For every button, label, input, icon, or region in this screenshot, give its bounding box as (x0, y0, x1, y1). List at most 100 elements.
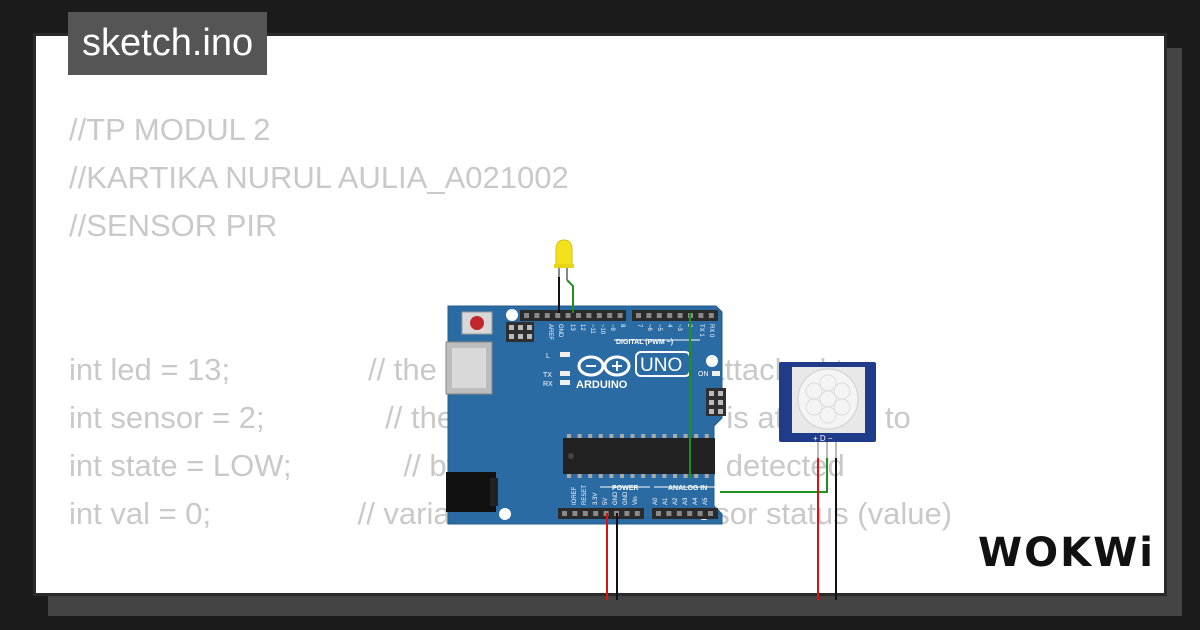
bottom-pin-label: A2 (673, 497, 679, 505)
wire-led-13 (566, 279, 574, 313)
pin-hole (565, 313, 571, 318)
bottom-pin-label: A4 (693, 497, 699, 505)
digital-pin-label: 12 (579, 324, 585, 331)
led-tx-indicator (560, 371, 570, 376)
chip-pin (641, 474, 646, 478)
code-line: //TP MODUL 2 (69, 112, 271, 147)
chip-pin (630, 474, 635, 478)
digital-pin-label: ~9 (609, 324, 615, 332)
chip-pin (577, 474, 582, 478)
pin-hole (646, 313, 652, 318)
bottom-pin-label: 3.3V (593, 493, 599, 505)
code-line: void setup() { (69, 586, 952, 593)
pin-hole (687, 511, 693, 516)
pir-motion-sensor[interactable]: + D − (779, 362, 876, 460)
led-l-label: L (546, 353, 550, 360)
on-label: ON (698, 371, 709, 378)
pin-hole (708, 511, 713, 516)
digital-pin-label: RX 0 (708, 324, 714, 338)
icsp-header (506, 322, 534, 342)
analog-label: ANALOG IN (668, 485, 707, 492)
chip-pin (588, 474, 593, 478)
chip-pin (651, 434, 656, 438)
power-jack-tip (490, 478, 498, 506)
board-brand: ARDUINO (576, 379, 628, 391)
chip-pin (620, 474, 624, 478)
arduino-logo-icon (577, 355, 631, 377)
led-tx-label: TX (543, 372, 552, 379)
pin-hole (596, 313, 602, 318)
power-label: POWER (612, 485, 638, 492)
bottom-pin-label: 5V (603, 498, 609, 505)
code-line: //KARTIKA NURUL AULIA_A021002 (69, 160, 569, 195)
chip-pin (673, 474, 677, 478)
pin-hole (593, 511, 599, 516)
pin-hole (562, 511, 567, 516)
pin-hole (544, 313, 550, 318)
pin-hole (617, 313, 623, 318)
chip-pin (567, 474, 571, 478)
digital-pin-label: ~5 (656, 324, 662, 332)
yellow-led[interactable] (554, 239, 574, 290)
pin-hole (667, 313, 673, 318)
pin-hole (582, 511, 588, 516)
digital-header-right (632, 310, 718, 321)
digital-pin-label: 4 (666, 324, 672, 328)
bottom-pin-label: A3 (683, 497, 689, 505)
pin-hole (607, 313, 613, 318)
chip-pin (598, 434, 603, 438)
bottom-pin-label: A0 (653, 497, 659, 505)
pin-hole (676, 511, 682, 516)
wokwi-logo[interactable]: WOKWi (975, 522, 1155, 578)
pin-hole (586, 313, 592, 318)
bottom-pin-label: Vin (633, 496, 639, 505)
pin-hole (666, 511, 672, 516)
pin-hole (524, 313, 529, 318)
digital-label: DIGITAL (PWM ~) (616, 339, 673, 346)
chip-pin (683, 474, 688, 478)
pin-hole (572, 511, 578, 516)
wires (558, 277, 837, 600)
pin-hole (708, 313, 714, 318)
chip-pin (683, 434, 688, 438)
led-rx-indicator (560, 380, 570, 385)
pin-hole (697, 511, 703, 516)
digital-pin-label: ~11 (589, 324, 595, 334)
filename-badge: sketch.ino (68, 12, 268, 75)
chip-pin (588, 434, 593, 438)
digital-pin-label: 8 (619, 324, 625, 328)
pin-hole (656, 313, 662, 318)
reset-button-cap (470, 316, 484, 330)
chip-pin (641, 434, 646, 438)
atmega-chip (563, 438, 715, 474)
chip-pin (567, 434, 571, 438)
pin-hole (656, 511, 661, 516)
chip-pin (651, 474, 656, 478)
bottom-pin-label: A1 (663, 497, 669, 505)
analog-header (652, 508, 718, 519)
digital-header-left (520, 310, 626, 321)
board-model: UNO (640, 355, 682, 376)
chip-pin (662, 434, 667, 438)
pin-hole (534, 313, 540, 318)
bottom-pin-holes (562, 511, 713, 516)
led-l-indicator (560, 352, 570, 357)
chip-notch (568, 453, 574, 459)
digital-pin-label: AREF (547, 324, 553, 340)
mount-hole (506, 309, 518, 321)
wire-pir-signal (720, 458, 828, 493)
pin-hole (624, 511, 630, 516)
bottom-pin-label: GND (613, 491, 619, 505)
digital-pin-label: ~6 (646, 324, 652, 332)
digital-pin-label: ~10 (599, 324, 605, 335)
pir-pin-labels: + D − (813, 434, 833, 443)
power-jack (446, 472, 496, 512)
led-rx-label: RX (543, 381, 553, 388)
digital-pin-label: TX 1 (698, 324, 704, 337)
chip-pin (609, 434, 614, 438)
digital-pin-label: 7 (636, 324, 642, 328)
bottom-pin-label: GND (623, 491, 629, 505)
